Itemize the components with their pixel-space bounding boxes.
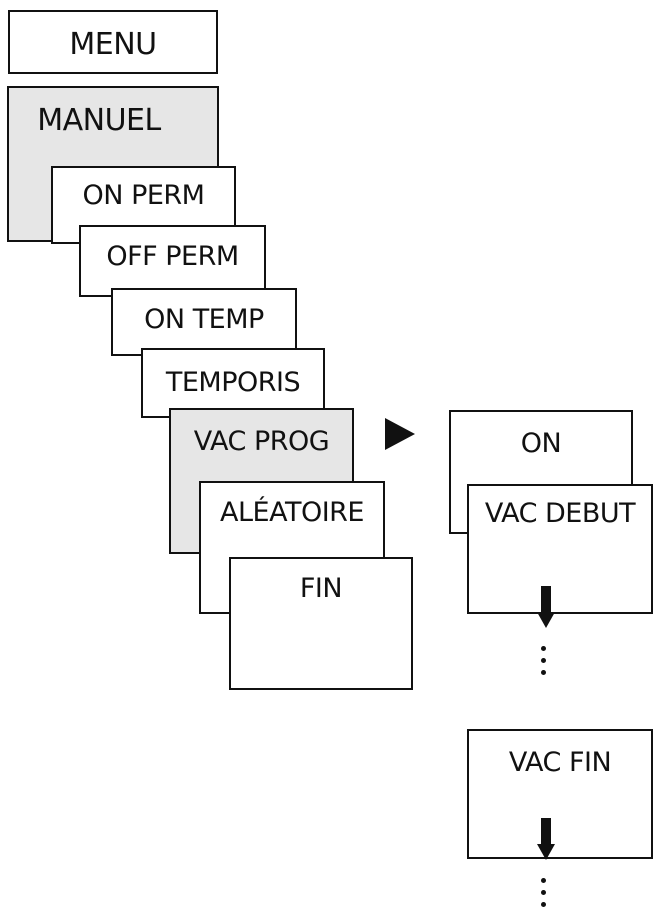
on-perm-label: ON PERM [82, 180, 205, 211]
temporis-label: TEMPORIS [165, 367, 301, 398]
vac-debut-label: VAC DEBUT [484, 498, 636, 529]
vac-fin-label: VAC FIN [508, 747, 612, 778]
vac-prog-label: VAC PROG [193, 426, 330, 457]
fin-label: FIN [299, 573, 343, 604]
on-temp-label: ON TEMP [144, 304, 264, 335]
menu-box[interactable]: MENU [8, 10, 218, 74]
manuel-label: MANUEL [37, 103, 161, 138]
fin-box[interactable]: FIN [229, 557, 413, 690]
aleatoire-label: ALÉATOIRE [220, 497, 364, 528]
vertical-ellipsis-icon [541, 878, 547, 914]
vertical-ellipsis-icon [541, 646, 547, 682]
off-perm-label: OFF PERM [106, 241, 239, 272]
temporis-box[interactable]: TEMPORIS [141, 348, 325, 418]
arrow-down-icon [537, 586, 555, 630]
on-label: ON [520, 428, 562, 459]
vac-debut-box[interactable]: VAC DEBUT [467, 484, 653, 614]
on-temp-box[interactable]: ON TEMP [111, 288, 297, 356]
vac-fin-box[interactable]: VAC FIN [467, 729, 653, 859]
menu-label: MENU [69, 27, 157, 62]
triangle-right-icon [385, 418, 415, 450]
arrow-down-icon [537, 818, 555, 862]
off-perm-box[interactable]: OFF PERM [79, 225, 266, 297]
